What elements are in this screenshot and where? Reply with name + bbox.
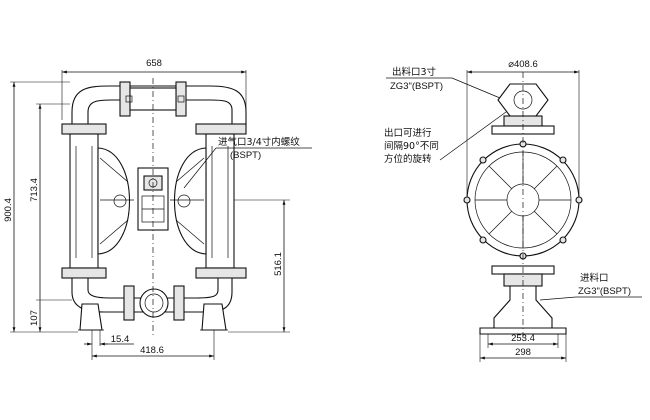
note-inlet-2: ZG3"(BSPT) [578, 286, 631, 297]
bottom-manifold [71, 277, 233, 321]
note-rotate-2: 间隔90°不同 [384, 140, 439, 152]
top-manifold [71, 81, 247, 125]
side-view [463, 72, 583, 340]
dim-base-height: 107 [29, 310, 40, 326]
dim-diameter: ⌀408.6 [508, 59, 538, 70]
dim-base-inner: 253.4 [511, 333, 535, 344]
right-pump-chamber [170, 133, 235, 269]
note-air-inlet-1: 进气口3/4寸内螺纹 [218, 136, 300, 148]
side-view-dimensions: ⌀408.6 253.4 298 出料口3寸 ZG3"(BSPT) 出口可进行 … [384, 59, 642, 362]
dim-foot-offset: 15.4 [111, 334, 130, 345]
dim-base-outer: 298 [515, 347, 531, 358]
front-view [61, 78, 247, 338]
dim-foot-span: 418.6 [140, 345, 164, 356]
note-inlet-1: 进料口 [580, 272, 609, 284]
left-pump-chamber [69, 133, 134, 269]
note-air-inlet-2: (BSPT) [230, 150, 261, 161]
dim-center-height: 713.4 [29, 178, 40, 202]
front-view-dimensions: 658 900.4 713.4 107 516.1 15.4 418.6 [3, 58, 312, 360]
note-outlet-1: 出料口3寸 [392, 66, 437, 78]
dim-overall-height: 900.4 [3, 198, 14, 222]
note-rotate-1: 出口可进行 [384, 127, 432, 139]
note-outlet-2: ZG3"(BSPT) [390, 81, 443, 92]
dim-overall-width: 658 [146, 58, 162, 69]
dim-inlet-height: 516.1 [273, 252, 284, 276]
note-rotate-3: 方位的旋转 [384, 153, 432, 165]
pump-feet [78, 303, 228, 331]
